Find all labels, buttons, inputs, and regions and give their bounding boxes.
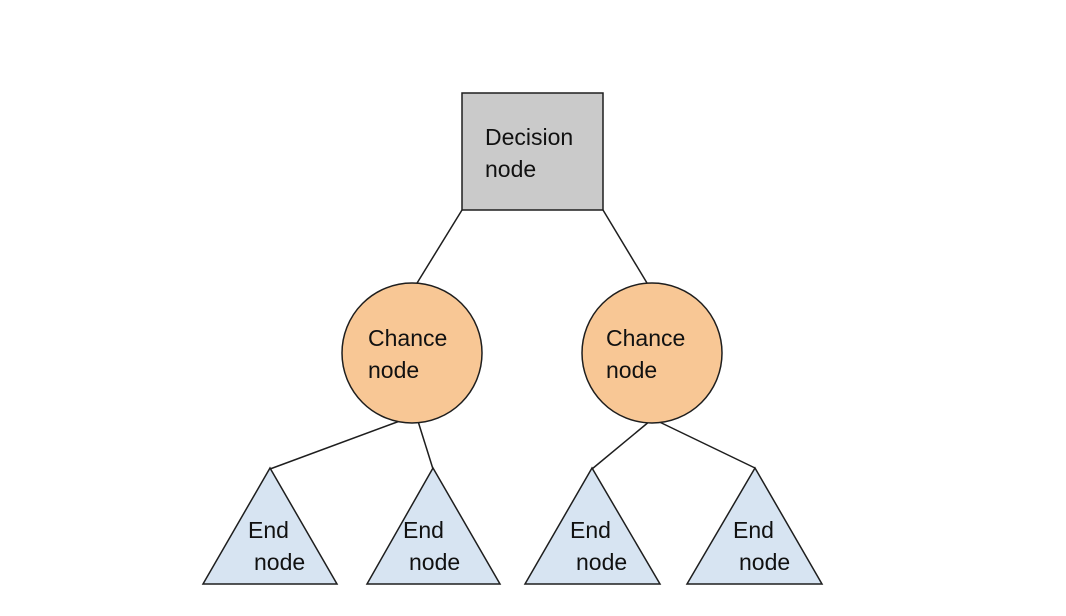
edge-chance-right-to-end-4: [646, 415, 756, 469]
end-node-3-shape: [523, 466, 662, 585]
end-node-2-label-line2: node: [409, 549, 460, 575]
chance-node-left-label-line1: Chance: [368, 325, 447, 351]
decision-node-label-line2: node: [485, 156, 536, 182]
end-node-2-label-line1: End: [403, 517, 444, 543]
chance-node-right-label-line2: node: [606, 357, 657, 383]
decision-node-shape: [461, 92, 604, 211]
chance-node-right-shape: [581, 282, 723, 424]
end-node-2-shape: [365, 466, 502, 585]
edge-decision-to-chance-right: [602, 209, 651, 289]
end-node-4-label-line2: node: [739, 549, 790, 575]
end-node-3-label-line2: node: [576, 549, 627, 575]
end-node-3-label-line1: End: [570, 517, 611, 543]
chance-node-right-label-line1: Chance: [606, 325, 685, 351]
chance-node-left-shape: [341, 282, 483, 424]
edge-chance-left-to-end-1: [269, 417, 409, 470]
edge-decision-to-chance-left: [413, 209, 463, 289]
decision-node-label-line1: Decision: [485, 124, 573, 150]
edge-chance-right-to-end-3: [591, 415, 657, 470]
end-node-1-label-line1: End: [248, 517, 289, 543]
chance-node-left-label-line2: node: [368, 357, 419, 383]
edges: [269, 209, 756, 470]
end-node-1-label-line2: node: [254, 549, 305, 575]
end-node-1-shape: [201, 466, 339, 585]
end-node-4-shape: [685, 466, 824, 585]
end-node-4-label-line1: End: [733, 517, 774, 543]
edge-chance-left-to-end-2: [416, 417, 434, 470]
